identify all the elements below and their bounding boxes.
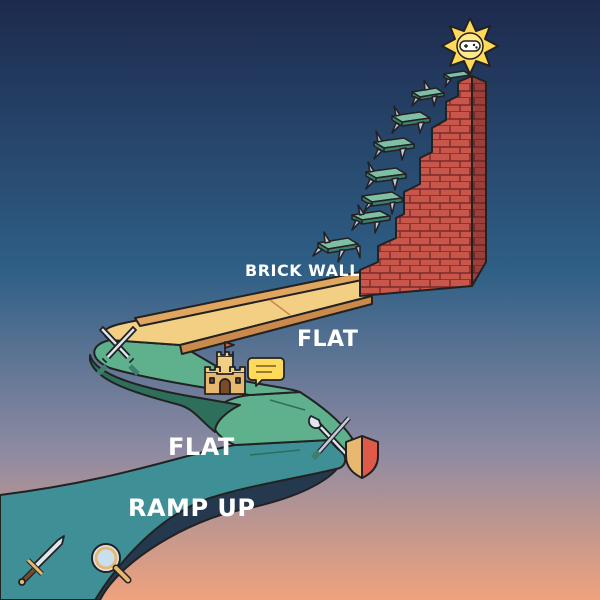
- path-middle-side: [89, 354, 241, 433]
- spiked-platform: [443, 70, 471, 88]
- path-seam-2: [269, 399, 306, 411]
- star-gamepad-icon: [441, 17, 499, 75]
- shield-icon: [345, 435, 379, 479]
- path-middle-curve: [93, 339, 301, 396]
- brick-wall-front: [359, 75, 473, 297]
- path-seam: [269, 299, 291, 316]
- speech-bubble-icon: [247, 357, 285, 387]
- spiked-platform: [312, 231, 361, 263]
- sword-icon[interactable]: [18, 535, 65, 586]
- spiked-platform: [365, 161, 407, 191]
- brick-wall: [359, 75, 487, 297]
- castle-icon: [204, 341, 246, 395]
- crossed-swords-icon: [96, 326, 140, 376]
- label-flat-upper: FLAT: [297, 327, 358, 352]
- path: [0, 271, 373, 600]
- spiked-platforms: [312, 70, 471, 263]
- label-brick-wall: BRICK WALL: [245, 261, 360, 280]
- spiked-platform: [373, 130, 415, 161]
- label-ramp-up: RAMP UP: [128, 494, 255, 522]
- path-upper-flat-side: [179, 295, 373, 355]
- label-flat-lower: FLAT: [168, 433, 235, 461]
- spiked-platform: [391, 105, 431, 134]
- brick-wall-side: [471, 75, 487, 287]
- wrench-screwdriver-icon: [308, 415, 351, 461]
- spiked-platform: [411, 79, 445, 107]
- path-seam-3: [249, 449, 301, 456]
- spiked-platform: [351, 204, 391, 234]
- spiked-platform: [361, 191, 403, 215]
- path-ramp-up: [0, 439, 347, 600]
- magnifier-icon[interactable]: [91, 543, 132, 584]
